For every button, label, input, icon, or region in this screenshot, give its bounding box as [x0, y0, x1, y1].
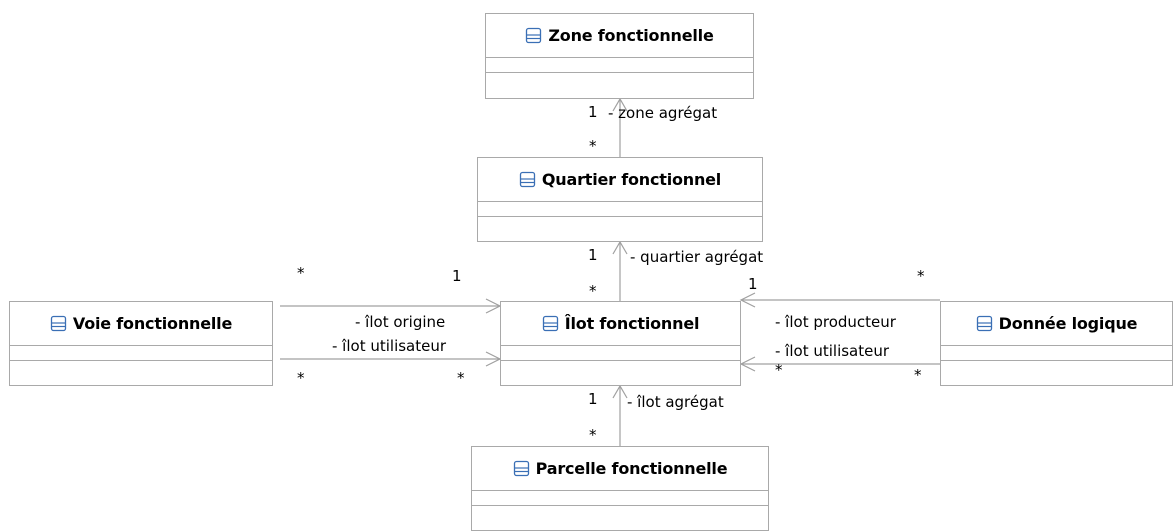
multiplicity-ilot-utilisateur-target-donnee: *	[775, 361, 783, 379]
arrowhead-ilot-utilisateur-donnee	[739, 356, 756, 372]
role-ilot-producteur: - îlot producteur	[775, 313, 896, 331]
multiplicity-quartier-target: 1	[588, 246, 598, 264]
class-header: Parcelle fonctionnelle	[472, 447, 768, 491]
attributes-compartment	[501, 346, 740, 361]
multiplicity-donnee-utilisateur-source: *	[914, 366, 922, 384]
class-icon	[542, 315, 558, 332]
class-zone-fonctionnelle[interactable]: Zone fonctionnelle	[485, 13, 754, 99]
multiplicity-ilot-utilisateur-target-voie: *	[457, 369, 465, 387]
multiplicity-parcelle-source: *	[589, 426, 597, 444]
multiplicity-quartier-end: *	[589, 137, 597, 155]
multiplicity-donnee-producteur-source: *	[917, 267, 925, 285]
operations-compartment	[472, 506, 768, 521]
role-quartier-agregat: - quartier agrégat	[630, 248, 764, 266]
class-header: Quartier fonctionnel	[478, 158, 762, 202]
class-voie-fonctionnelle[interactable]: Voie fonctionnelle	[9, 301, 273, 386]
role-ilot-agregat: - îlot agrégat	[627, 393, 724, 411]
class-name: Zone fonctionnelle	[548, 26, 714, 45]
multiplicity-voie-origine-source: *	[297, 264, 305, 282]
operations-compartment	[10, 361, 272, 376]
class-name: Donnée logique	[998, 314, 1138, 333]
class-ilot-fonctionnel[interactable]: Îlot fonctionnel	[500, 301, 741, 386]
operations-compartment	[486, 73, 753, 88]
class-name: Îlot fonctionnel	[564, 314, 700, 333]
class-header: Îlot fonctionnel	[501, 302, 740, 346]
class-icon	[50, 315, 67, 332]
class-header: Zone fonctionnelle	[486, 14, 753, 58]
class-quartier-fonctionnel[interactable]: Quartier fonctionnel	[477, 157, 763, 242]
attributes-compartment	[472, 491, 768, 506]
operations-compartment	[941, 361, 1172, 376]
class-name: Parcelle fonctionnelle	[535, 459, 728, 478]
arrowhead-ilot-producteur	[739, 292, 756, 308]
class-parcelle-fonctionnelle[interactable]: Parcelle fonctionnelle	[471, 446, 769, 531]
multiplicity-voie-utilisateur-source: *	[297, 369, 305, 387]
multiplicity-zone-end: 1	[588, 103, 598, 121]
class-icon	[526, 27, 542, 44]
role-ilot-utilisateur-donnee: - îlot utilisateur	[775, 342, 890, 360]
multiplicity-ilot-target: 1	[588, 390, 598, 408]
class-header: Voie fonctionnelle	[10, 302, 272, 346]
arrowhead-ilot-from-parcelle	[612, 384, 628, 399]
class-donnee-logique[interactable]: Donnée logique	[940, 301, 1173, 386]
attributes-compartment	[941, 346, 1172, 361]
multiplicity-ilot-source: *	[589, 282, 597, 300]
class-icon	[513, 460, 529, 477]
role-ilot-utilisateur-voie: - îlot utilisateur	[332, 337, 447, 355]
attributes-compartment	[486, 58, 753, 73]
attributes-compartment	[10, 346, 272, 361]
class-name: Voie fonctionnelle	[72, 314, 233, 333]
class-icon	[976, 315, 992, 332]
attributes-compartment	[478, 202, 762, 217]
arrowhead-quartier	[612, 240, 628, 255]
class-name: Quartier fonctionnel	[541, 170, 722, 189]
class-icon	[519, 171, 536, 188]
operations-compartment	[478, 217, 762, 232]
arrowhead-zone	[612, 97, 628, 112]
operations-compartment	[501, 361, 740, 376]
multiplicity-ilot-producteur-target: 1	[748, 275, 758, 293]
role-ilot-origine: - îlot origine	[355, 313, 446, 331]
role-zone-agregat: - zone agrégat	[608, 104, 718, 122]
multiplicity-ilot-origine-target: 1	[452, 267, 462, 285]
class-header: Donnée logique	[941, 302, 1172, 346]
